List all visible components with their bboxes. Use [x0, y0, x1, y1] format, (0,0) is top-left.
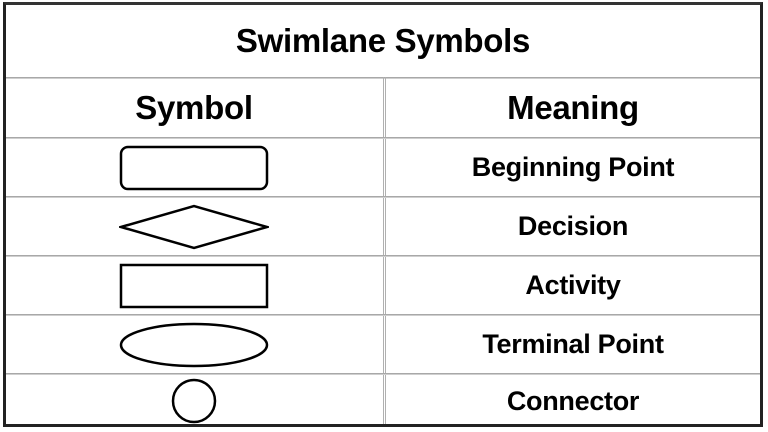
header-symbol: Symbol — [135, 89, 253, 126]
row-divider — [6, 137, 760, 139]
meaning-cell: Terminal Point — [482, 329, 664, 359]
table-title: Swimlane Symbols — [235, 22, 531, 59]
row-divider — [6, 373, 760, 375]
row-divider — [6, 196, 760, 198]
meaning-cell: Connector — [506, 385, 640, 416]
meaning-cell: Decision — [517, 211, 629, 241]
ellipse-icon — [119, 322, 269, 367]
row-divider — [6, 255, 760, 257]
header-meaning: Meaning — [507, 89, 639, 126]
column-divider — [383, 77, 386, 424]
circle-icon — [171, 378, 217, 424]
symbol-cell — [6, 375, 382, 427]
rounded-rectangle-icon — [119, 145, 269, 190]
diamond-icon — [119, 204, 269, 249]
symbol-cell — [6, 316, 382, 373]
symbol-cell — [6, 198, 382, 255]
symbols-table: Swimlane Symbols Symbol Meaning Beginnin… — [3, 2, 763, 427]
meaning-cell: Beginning Point — [471, 152, 675, 182]
rectangle-icon — [119, 263, 269, 308]
symbol-cell — [6, 139, 382, 196]
row-divider — [6, 314, 760, 316]
meaning-cell: Activity — [525, 270, 621, 300]
symbol-cell — [6, 257, 382, 314]
